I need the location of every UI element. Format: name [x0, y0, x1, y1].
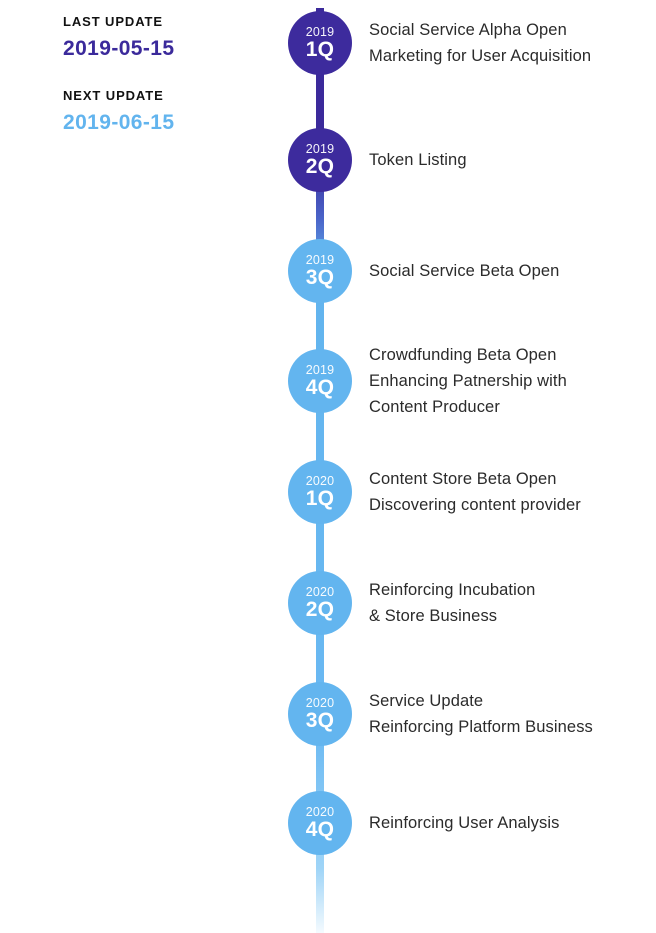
- milestone-year: 2020: [305, 805, 335, 819]
- milestone-description-line: Social Service Beta Open: [369, 262, 560, 280]
- milestone-description: Reinforcing User Analysis: [369, 810, 649, 836]
- milestone-quarter: 1Q: [305, 487, 335, 510]
- milestone-year: 2019: [305, 363, 335, 377]
- update-panel: LAST UPDATE 2019-05-15 NEXT UPDATE 2019-…: [63, 14, 263, 162]
- milestone-year: 2020: [305, 585, 335, 599]
- milestone-description-line: Content Producer: [369, 398, 500, 416]
- milestone-description-line: Service Update: [369, 692, 484, 710]
- milestone-description-line: Discovering content provider: [369, 496, 581, 514]
- milestone-description: Social Service Beta Open: [369, 258, 649, 284]
- last-update-date: 2019-05-15: [63, 37, 175, 60]
- milestone-description-line: Content Store Beta Open: [369, 470, 557, 488]
- milestone-description: Token Listing: [369, 147, 649, 173]
- milestone-quarter: 2Q: [305, 598, 335, 621]
- milestone-description-line: Social Service Alpha Open: [369, 21, 567, 39]
- milestone-description-line: Enhancing Patnership with: [369, 372, 567, 390]
- milestone-description-line: Token Listing: [369, 151, 467, 169]
- milestone-description-line: & Store Business: [369, 607, 498, 625]
- milestone-description-line: Reinforcing Incubation: [369, 581, 536, 599]
- milestone-quarter: 4Q: [305, 376, 335, 399]
- milestone-year: 2020: [305, 696, 335, 710]
- milestone-year: 2019: [305, 142, 335, 156]
- last-update-label: LAST UPDATE: [63, 14, 163, 29]
- last-update-block: LAST UPDATE 2019-05-15: [63, 14, 263, 62]
- milestone-quarter: 3Q: [305, 266, 335, 289]
- milestone-quarter: 3Q: [305, 709, 335, 732]
- milestone-quarter: 1Q: [305, 38, 335, 61]
- milestone-quarter: 2Q: [305, 155, 335, 178]
- milestone-description-line: Reinforcing Platform Business: [369, 718, 593, 736]
- next-update-label: NEXT UPDATE: [63, 88, 164, 103]
- milestone-quarter: 4Q: [305, 818, 335, 841]
- milestone-description-line: Crowdfunding Beta Open: [369, 346, 557, 364]
- milestone-year: 2019: [305, 25, 335, 39]
- milestone-description-line: Marketing for User Acquisition: [369, 47, 592, 65]
- milestone-year: 2019: [305, 253, 335, 267]
- milestone-year: 2020: [305, 474, 335, 488]
- next-update-block: NEXT UPDATE 2019-06-15: [63, 88, 263, 136]
- milestone-description: Reinforcing Incubation & Store Business: [369, 577, 649, 629]
- milestone-description-line: Reinforcing User Analysis: [369, 814, 560, 832]
- next-update-date: 2019-06-15: [63, 111, 175, 134]
